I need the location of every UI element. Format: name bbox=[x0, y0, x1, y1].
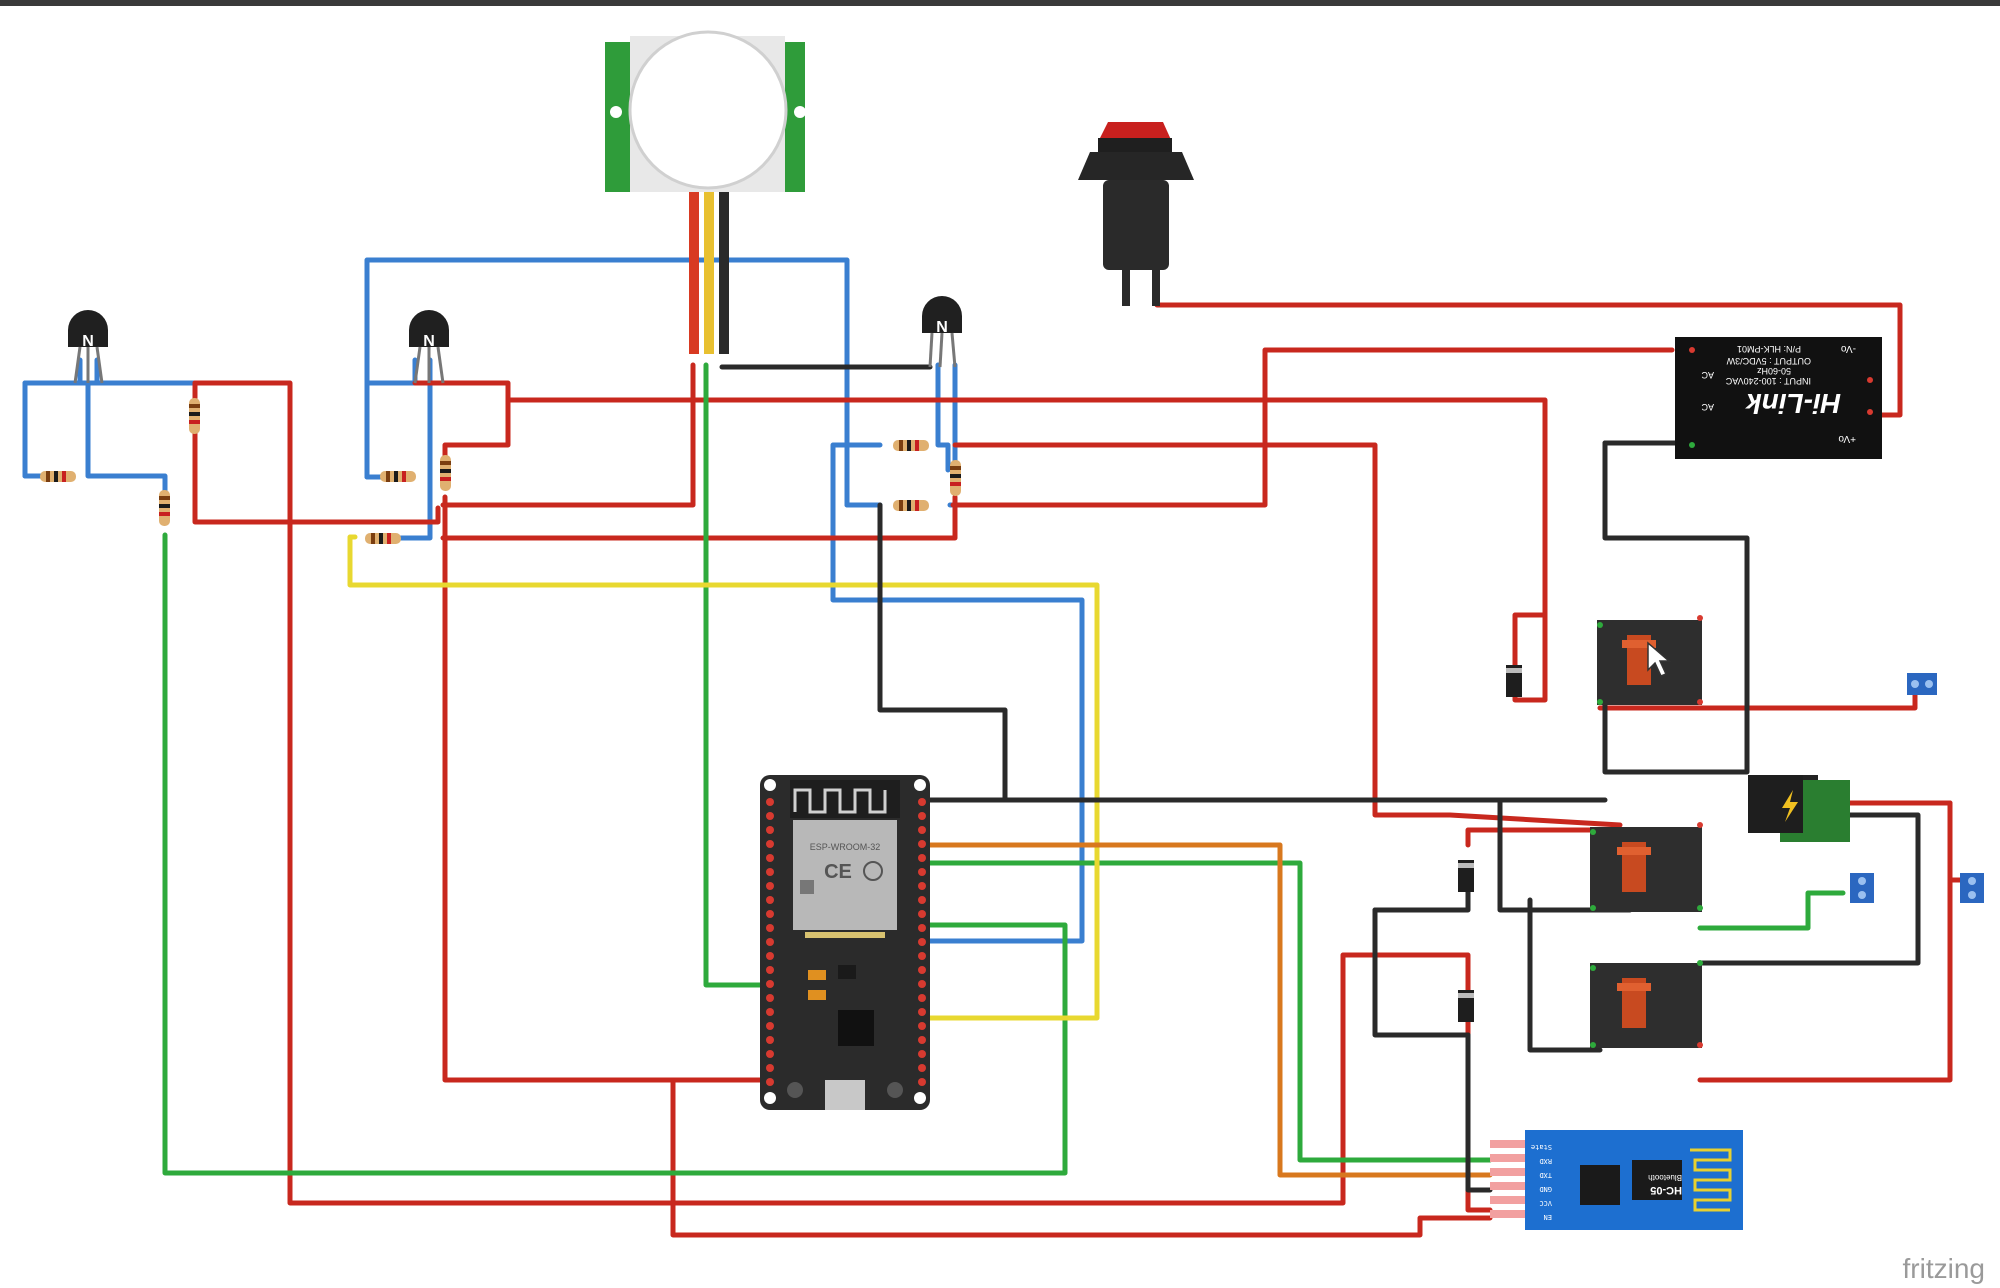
resistors bbox=[40, 398, 961, 544]
esp32-pins-right bbox=[918, 798, 926, 1086]
hc05-pin-en: EN bbox=[1544, 1213, 1552, 1221]
hc05-pin-gnd: GND bbox=[1539, 1185, 1552, 1193]
hi-link-pin-vo-minus: -Vo bbox=[1841, 343, 1856, 354]
transistor-2-label: N bbox=[423, 333, 435, 350]
hc05-sub: Bluetooth bbox=[1648, 1173, 1682, 1182]
transistor-1: N bbox=[68, 310, 108, 384]
red-wires bbox=[192, 302, 1973, 1238]
hc05-pin-vcc: VCC bbox=[1539, 1199, 1552, 1207]
esp32-pins-left bbox=[766, 798, 774, 1086]
resistor-v1 bbox=[189, 398, 200, 434]
esp32-board: ESP-WROOM-32 CE bbox=[760, 775, 930, 1110]
hi-link-pn: P/N: HLK-PM01 bbox=[1737, 344, 1801, 354]
hc05-pin-txd: TXD bbox=[1539, 1171, 1552, 1179]
resistor-v4 bbox=[950, 460, 961, 496]
relay-3 bbox=[1590, 960, 1703, 1048]
blue-wires bbox=[22, 257, 1085, 944]
pir-sensor bbox=[605, 30, 806, 354]
relay-2 bbox=[1590, 822, 1703, 912]
resistor-h2 bbox=[380, 471, 416, 482]
dc-jack bbox=[1748, 775, 1850, 842]
resistor-h1 bbox=[40, 471, 76, 482]
hc05-label: HC-05 bbox=[1650, 1184, 1682, 1196]
transistor-3: N bbox=[922, 296, 962, 368]
hc05-pin-state: State bbox=[1531, 1143, 1552, 1151]
top-border bbox=[0, 0, 2000, 6]
resistor-h4 bbox=[893, 440, 929, 451]
fritzing-watermark: fritzing bbox=[1903, 1253, 1985, 1284]
screw-terminals bbox=[1850, 673, 1984, 903]
hi-link-pin-vo-plus: +Vo bbox=[1838, 433, 1856, 444]
lightning-icon bbox=[1782, 790, 1798, 822]
resistor-h3 bbox=[365, 533, 401, 544]
resistor-v3 bbox=[440, 455, 451, 491]
hi-link-module: +Vo -Vo Hi-Link INPUT : 100-240VAC 50-60… bbox=[1675, 337, 1882, 459]
push-button bbox=[1078, 122, 1194, 306]
resistor-h5 bbox=[893, 500, 929, 511]
hi-link-output: OUTPUT : 5VDC/3W bbox=[1726, 356, 1811, 366]
black-wires bbox=[719, 364, 1921, 1193]
yellow-wires bbox=[347, 534, 1100, 1021]
transistor-3-label: N bbox=[936, 319, 948, 336]
hc05-module: HC-05 Bluetooth State RXD TXD GND VCC EN bbox=[1490, 1130, 1743, 1230]
orange-wires bbox=[919, 842, 1493, 1178]
resistor-v2 bbox=[159, 490, 170, 526]
hc05-pin-rxd: RXD bbox=[1539, 1157, 1552, 1165]
hi-link-input: INPUT : 100-240VAC bbox=[1725, 376, 1811, 386]
transistor-1-label: N bbox=[82, 333, 94, 350]
esp32-ce-mark: CE bbox=[824, 861, 852, 883]
wires bbox=[22, 257, 1973, 1238]
relay-1 bbox=[1597, 615, 1703, 705]
hi-link-logo: Hi-Link bbox=[1745, 388, 1841, 419]
green-wires bbox=[162, 362, 1846, 1176]
esp32-module-label: ESP-WROOM-32 bbox=[810, 842, 881, 852]
hi-link-ac1: AC bbox=[1701, 402, 1714, 412]
transistor-2: N bbox=[409, 310, 449, 384]
hi-link-ac2: AC bbox=[1701, 370, 1714, 380]
diodes bbox=[1458, 665, 1522, 1022]
hc05-pins bbox=[1490, 1140, 1525, 1218]
hi-link-freq: 50-60Hz bbox=[1756, 366, 1791, 376]
mouse-cursor-icon bbox=[1647, 641, 1672, 677]
